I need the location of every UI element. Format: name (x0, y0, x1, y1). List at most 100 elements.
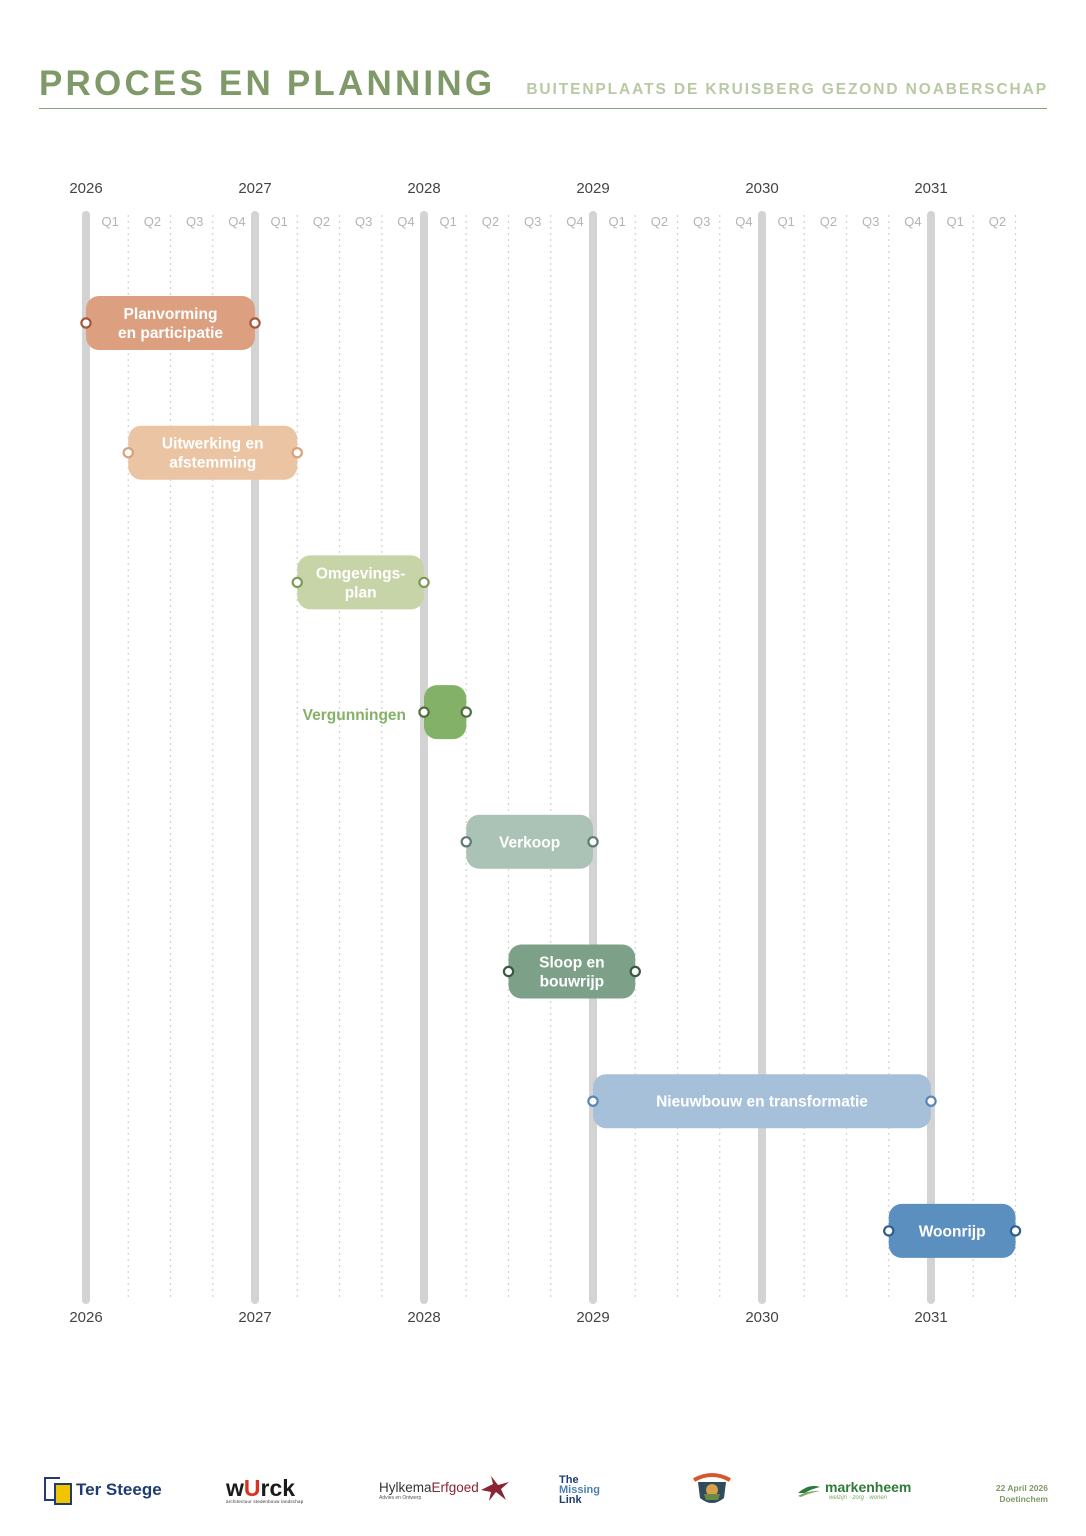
quarter-label: Q4 (397, 214, 414, 229)
task-start-marker (502, 965, 515, 978)
markenheem-logo: markenheem welzijn · zorg · wonen (797, 1462, 911, 1518)
ter-steege-logo: Ter Steege (44, 1462, 162, 1518)
date-text: 22 April 2026 (995, 1483, 1048, 1493)
task-label: afstemming (169, 455, 256, 472)
quarter-label: Q4 (228, 214, 245, 229)
year-label-top: 2028 (407, 180, 440, 197)
task-start-marker (291, 576, 303, 589)
markenheem-leaf-icon (798, 1485, 820, 1497)
year-label-top: 2027 (238, 180, 271, 197)
hylkema-tagline: Advies en Ontwerp (379, 1494, 422, 1501)
task-bar (508, 944, 636, 999)
task-end-marker (587, 836, 599, 848)
year-label-bottom: 2030 (745, 1309, 778, 1326)
markenheem-tagline: welzijn · zorg · wonen (829, 1495, 888, 1501)
gantt-chart: 2026 2026 2027 2027 2028 2028 2029 2029 2030 2030… (69, 180, 1022, 1326)
wurck-rest: rck (260, 1474, 296, 1501)
document-date: 22 April 2026 Doetinchem (996, 1483, 1048, 1505)
page-subtitle: BUITENPLAATS DE KRUISBERG GEZOND NOABERS… (526, 81, 1048, 98)
quarter-label: Q1 (439, 214, 456, 229)
task-bar (128, 425, 298, 480)
the-missing-link-logo: The Missing Link (559, 1462, 600, 1518)
task-bar (593, 1074, 931, 1129)
page-title: PROCES EN PLANNING (39, 64, 496, 103)
task-end-marker (460, 706, 472, 718)
year-label-bottom: 2027 (238, 1309, 271, 1326)
place-text: Doetinchem (999, 1494, 1048, 1504)
task-label: en participatie (118, 325, 223, 342)
quarter-label: Q2 (313, 214, 330, 229)
ter-steege-text: Ter Steege (76, 1480, 162, 1499)
erfgoed-text: Erfgoed (431, 1479, 479, 1495)
task-label: plan (345, 584, 377, 601)
task-label: Nieuwbouw en transformatie (656, 1094, 868, 1111)
task-label: Planvorming (124, 306, 218, 323)
eagle-icon (480, 1476, 509, 1501)
task-label: Omgevings- (316, 565, 406, 582)
missing-link-missing: Missing (559, 1484, 600, 1496)
year-label-bottom: 2029 (576, 1309, 609, 1326)
quarter-label: Q2 (482, 214, 499, 229)
task-end-marker (418, 576, 430, 589)
task-label: bouwrijp (540, 974, 605, 991)
wurck-u: U (243, 1474, 261, 1501)
missing-link-link: Link (559, 1494, 582, 1506)
quarter-label: Q2 (989, 214, 1006, 229)
quarter-label: Q1 (270, 214, 287, 229)
partner-logos: Ter Steege wUrck architectuur stedenbouw… (0, 1462, 1086, 1518)
quarter-label: Q2 (651, 214, 668, 229)
task-bar (86, 296, 255, 350)
task-bar (888, 1203, 1016, 1258)
hylkema-erfgoed-logo: HylkemaErfgoed Advies en Ontwerp (379, 1462, 511, 1518)
year-label-top: 2029 (576, 180, 609, 197)
year-label-bottom: 2028 (407, 1309, 440, 1326)
task-label: Uitwerking en (162, 436, 264, 453)
badge-logo (688, 1462, 736, 1518)
wurck-w: w (226, 1474, 244, 1501)
year-label-bottom: 2031 (914, 1309, 947, 1326)
task-start-marker (80, 317, 92, 329)
task-start-marker (418, 706, 430, 718)
wurck-tagline: architectuur stedenbouw landschap (226, 1498, 304, 1504)
year-label-top: 2026 (69, 180, 102, 197)
task-start-marker (883, 1225, 895, 1237)
task-end-marker (925, 1095, 937, 1107)
task-start-marker (460, 836, 472, 848)
quarter-label: Q2 (144, 214, 161, 229)
year-label-bottom: 2026 (69, 1309, 102, 1326)
quarter-label: Q3 (524, 214, 541, 229)
task-label: Verkoop (499, 834, 560, 851)
quarter-label: Q1 (946, 214, 963, 229)
task-label: Vergunningen (303, 707, 406, 724)
quarter-label: Q3 (355, 214, 372, 229)
quarter-label: Q3 (693, 214, 710, 229)
missing-link-the: The (559, 1474, 579, 1486)
ter-steege-mark-icon (44, 1477, 72, 1505)
year-label-top: 2031 (914, 180, 947, 197)
task-label: Woonrijp (919, 1223, 986, 1240)
task-bar (297, 555, 424, 610)
quarter-label: Q1 (777, 214, 794, 229)
quarter-label: Q4 (566, 214, 583, 229)
quarter-label: Q1 (101, 214, 118, 229)
task-end-marker (291, 447, 303, 459)
task-end-marker (1009, 1225, 1022, 1237)
quarter-label: Q3 (862, 214, 879, 229)
task-end-marker (629, 965, 641, 978)
quarter-label: Q4 (904, 214, 921, 229)
year-label-top: 2030 (745, 180, 778, 197)
task-bar (466, 814, 593, 869)
quarter-label: Q3 (186, 214, 203, 229)
task-label: Sloop en (539, 955, 604, 972)
markenheem-text: markenheem (825, 1479, 912, 1495)
hylkema-text: Hylkema (379, 1479, 432, 1495)
quarter-label: Q1 (608, 214, 625, 229)
quarter-label: Q4 (735, 214, 752, 229)
task-bar (424, 685, 467, 740)
task-start-marker (122, 447, 134, 459)
task-end-marker (249, 317, 261, 329)
wurck-logo: wUrck architectuur stedenbouw landschap (226, 1462, 303, 1518)
knight-badge-icon (693, 1473, 731, 1503)
header-divider (39, 108, 1047, 109)
quarter-label: Q2 (820, 214, 837, 229)
